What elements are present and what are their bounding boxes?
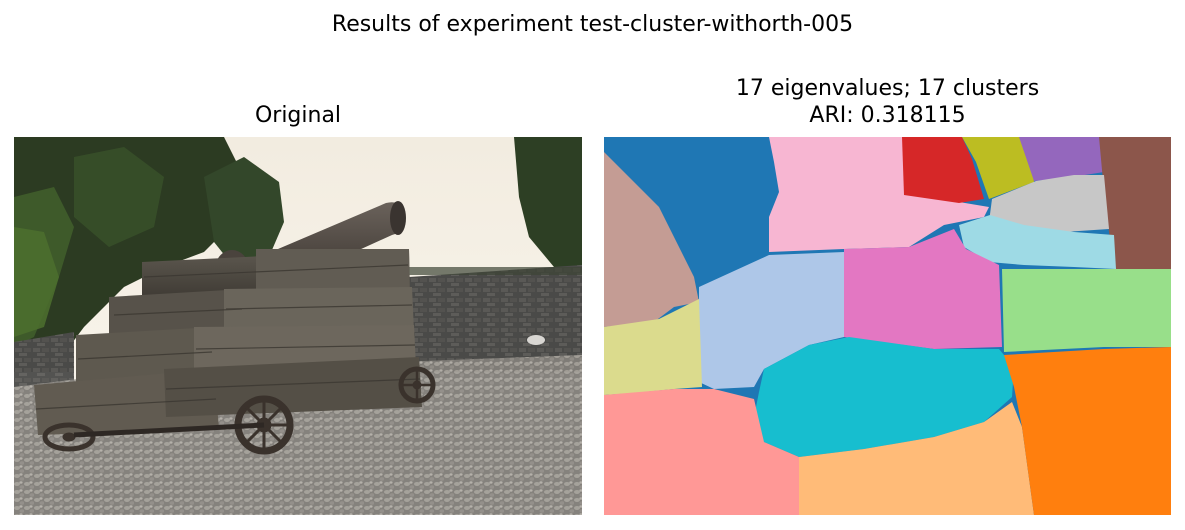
- cluster-orange-light: [799, 402, 1034, 515]
- cluster-segmentation-image: [604, 137, 1171, 515]
- clustering-panel-title: 17 eigenvalues; 17 clusters ARI: 0.31811…: [604, 75, 1171, 129]
- cannon-photo-illustration: [14, 137, 582, 515]
- cluster-red: [902, 137, 984, 203]
- clustering-title-line1: 17 eigenvalues; 17 clusters: [735, 76, 1040, 101]
- cluster-blue-light: [699, 252, 844, 389]
- cluster-gray-light: [989, 175, 1109, 232]
- original-image: [14, 137, 582, 515]
- cluster-brown-light: [604, 152, 699, 327]
- cluster-red-light: [604, 389, 799, 515]
- cluster-pink-light: [769, 137, 989, 252]
- cluster-green-light: [1002, 269, 1171, 352]
- cluster-map: [604, 137, 1171, 515]
- cluster-brown: [1099, 137, 1171, 269]
- cluster-cyan-light: [959, 215, 1116, 269]
- cluster-olive: [962, 137, 1034, 199]
- figure-suptitle: Results of experiment test-cluster-witho…: [331, 12, 854, 37]
- cluster-orange: [1004, 347, 1171, 515]
- cluster-pink: [844, 229, 1002, 349]
- clustering-title-line2: ARI: 0.318115: [809, 103, 966, 128]
- original-panel-title: Original: [254, 103, 342, 128]
- cluster-purple: [1019, 137, 1104, 181]
- cluster-olive-light: [604, 299, 702, 395]
- cluster-cyan: [754, 337, 1014, 457]
